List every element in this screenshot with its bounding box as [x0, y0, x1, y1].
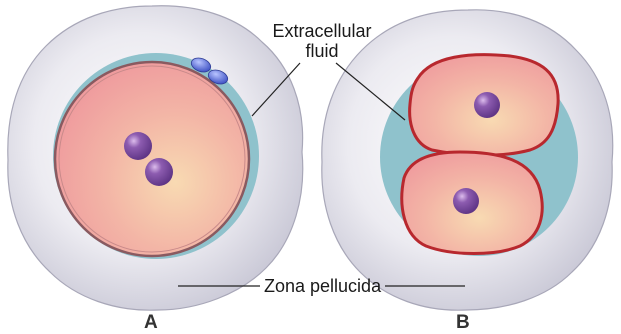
extracellular-fluid-label-line2: fluid — [262, 41, 382, 61]
panel-a-embryo — [8, 6, 303, 310]
nucleus-icon — [453, 188, 479, 214]
pronucleus-icon — [145, 158, 173, 186]
pronucleus-icon — [124, 132, 152, 160]
zygote-cell-a — [55, 62, 249, 256]
zona-pellucida-label: Zona pellucida — [264, 276, 381, 296]
panel-letter-a: A — [144, 312, 158, 334]
nucleus-icon — [474, 92, 500, 118]
extracellular-fluid-label: Extracellular fluid — [262, 21, 382, 61]
extracellular-fluid-label-line1: Extracellular — [262, 21, 382, 41]
panel-letter-b: B — [456, 312, 470, 334]
